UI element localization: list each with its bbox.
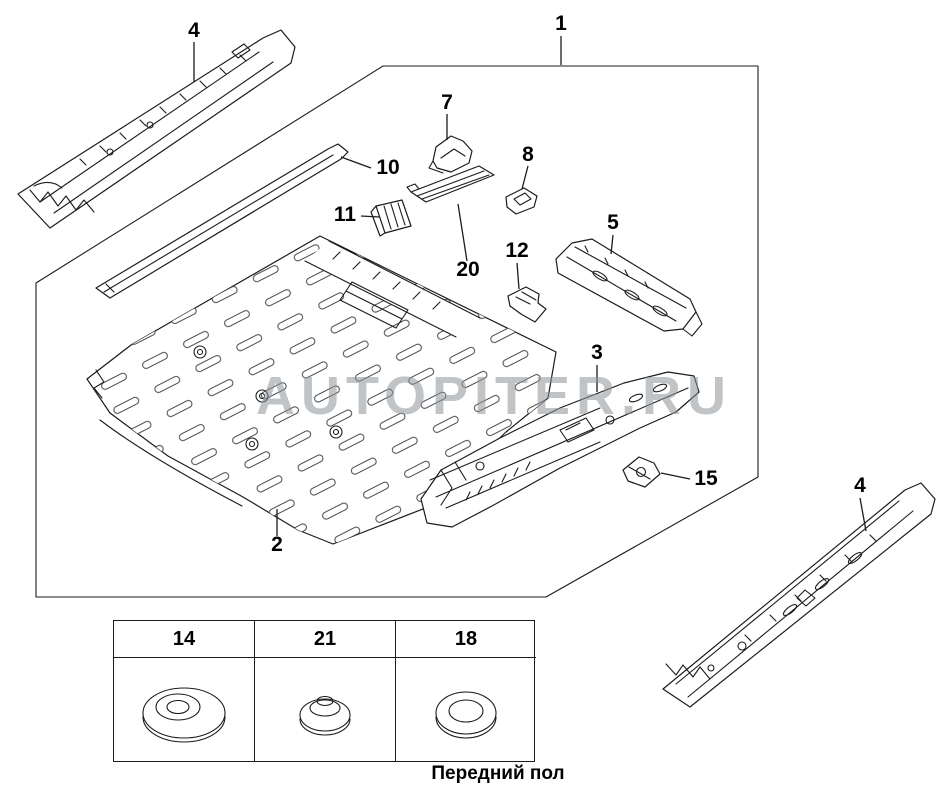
floor-drain-plug-holes <box>193 345 343 451</box>
callout-leader-lines <box>193 36 867 536</box>
legend-part-number: 18 <box>396 621 536 658</box>
part-11-bracket <box>370 199 412 237</box>
part-4-sill-panel-top-left <box>17 29 296 229</box>
part-2-floor-panel <box>86 235 557 545</box>
callout-12: 12 <box>505 239 528 262</box>
part-4-sill-panel-bottom-right <box>662 482 936 708</box>
part-10-crossmember-strip <box>95 143 349 299</box>
callout-7: 7 <box>441 91 453 114</box>
part-5-crossmember <box>555 238 703 337</box>
part-12-bracket <box>507 286 547 323</box>
legend-part-number: 14 <box>114 621 254 658</box>
legend-cell-14: 14 <box>114 621 255 761</box>
callout-4-top: 4 <box>188 19 200 42</box>
part-15-bracket <box>622 456 661 488</box>
legend-cell-18: 18 <box>396 621 536 761</box>
diagram-caption: Передний пол <box>431 763 565 784</box>
callout-20: 20 <box>456 258 479 281</box>
callout-10: 10 <box>376 156 399 179</box>
callout-5: 5 <box>607 211 619 234</box>
part-20-reinforcement-strip <box>406 165 495 203</box>
legend-cell-21: 21 <box>255 621 396 761</box>
callout-4-bottom: 4 <box>854 474 866 497</box>
callout-2: 2 <box>271 533 283 556</box>
part-3-front-floor-section <box>420 371 700 528</box>
grommet-large-icon <box>142 686 226 743</box>
plug-round-icon <box>299 695 351 735</box>
callout-15: 15 <box>694 467 718 490</box>
legend-table: 14 21 18 <box>113 620 536 762</box>
assembly-boundary <box>35 65 759 598</box>
callout-8: 8 <box>522 143 534 166</box>
callout-3: 3 <box>591 341 603 364</box>
callout-1: 1 <box>555 12 567 35</box>
part-7-bracket <box>428 135 473 174</box>
grommet-ring-icon <box>435 690 497 738</box>
legend-part-number: 21 <box>255 621 395 658</box>
callout-11: 11 <box>334 203 357 226</box>
part-8-bracket <box>505 187 538 215</box>
